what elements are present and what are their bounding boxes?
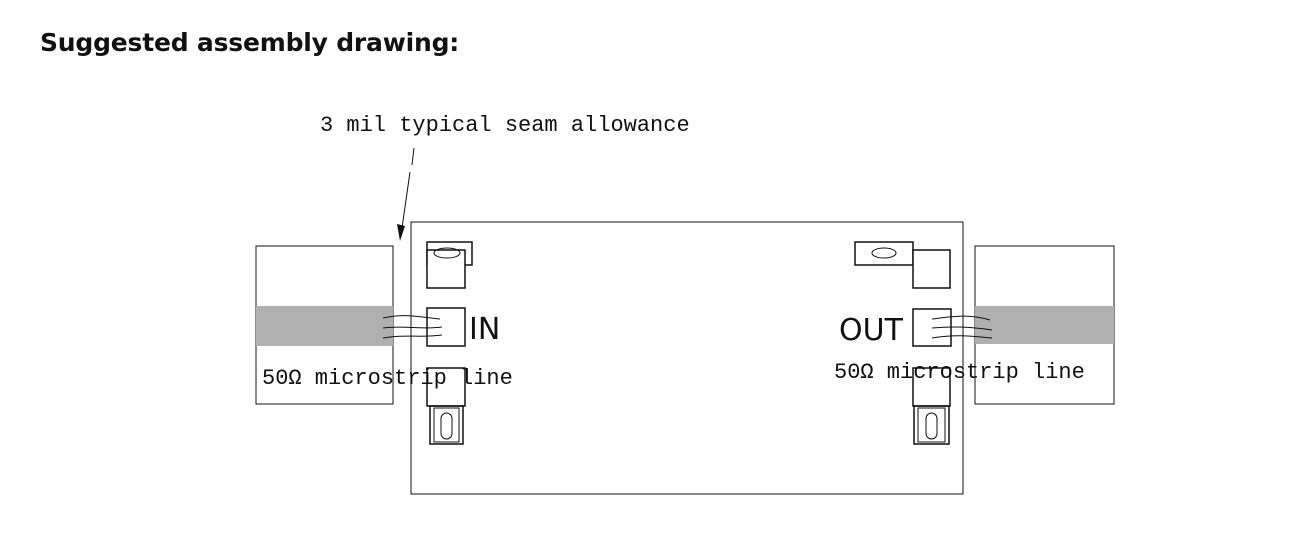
top-right-pad [912,249,951,289]
top-right-slot [871,247,897,259]
bottom-left-pad [426,367,466,407]
seam-leader-line [400,147,415,236]
right-microstrip-label: 50Ω microstrip line [834,360,1085,385]
input-pad [426,307,466,347]
top-left-pad [426,249,466,289]
seam-allowance-note: 3 mil typical seam allowance [320,113,690,138]
left-microstrip-label: 50Ω microstrip line [262,366,513,391]
left-microstrip-line [256,306,393,346]
top-left-slot [433,247,461,259]
input-bond-wire [382,315,443,339]
bottom-right-slot [925,412,938,440]
output-bond-wire [931,315,993,339]
bottom-right-tab [913,405,950,445]
bottom-right-tab-inner [917,407,946,443]
bottom-left-tab [429,405,464,445]
seam-arrow-head [397,224,405,241]
port-in-label: IN [469,312,500,347]
bottom-left-slot [440,412,453,440]
module-body [410,221,964,495]
top-right-tab [854,241,914,266]
port-out-label: OUT [839,313,904,348]
page-title: Suggested assembly drawing: [40,28,460,57]
bottom-left-tab-inner [433,407,460,443]
right-microstrip-line [975,306,1114,344]
